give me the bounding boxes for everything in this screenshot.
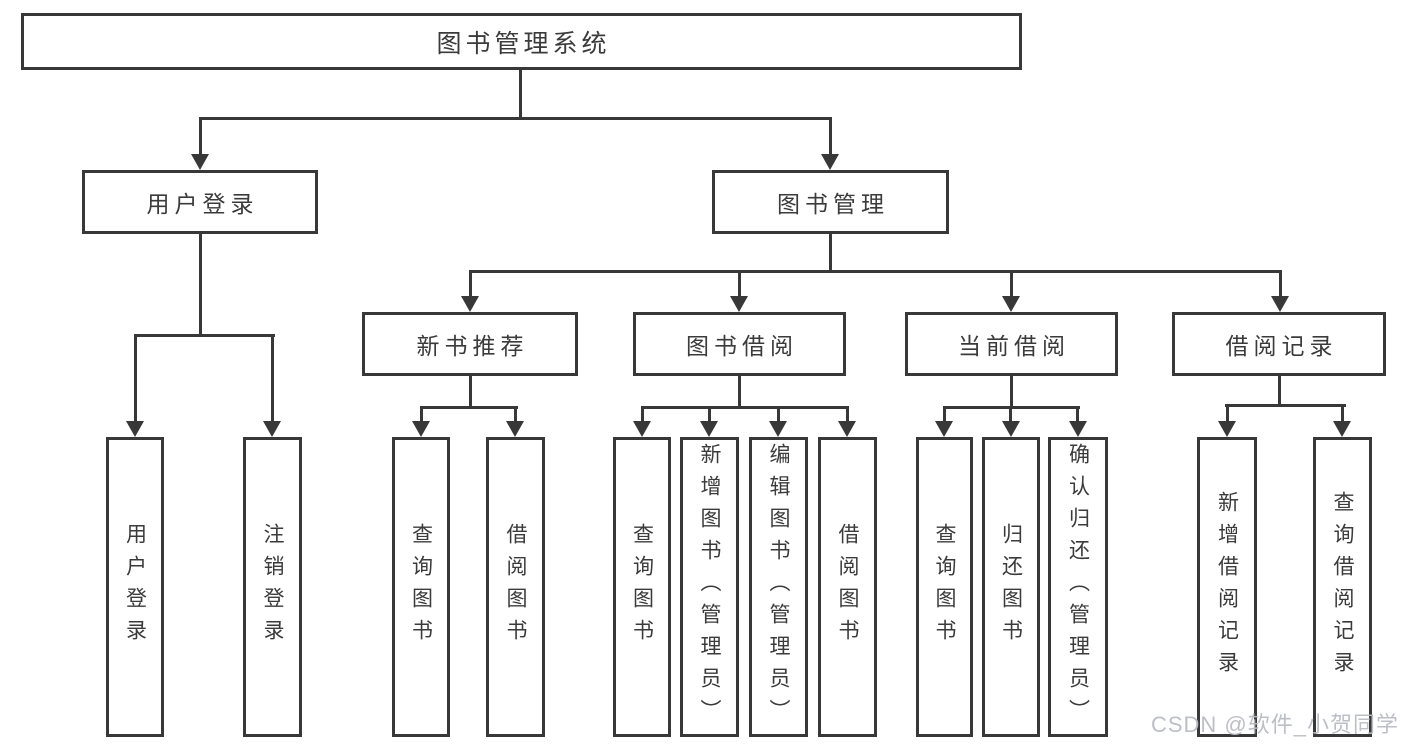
leaf-add-borrow-record: 新增借阅记录: [1197, 437, 1257, 737]
arrow-down-icon: [1002, 296, 1020, 312]
leaf-label: 编辑图书（管理员）: [767, 443, 790, 731]
node-label: 用户登录: [146, 191, 259, 217]
leaf-label: 借阅图书: [836, 523, 859, 651]
connector-line-horizontal: [641, 406, 849, 409]
arrow-down-icon: [700, 421, 718, 437]
node-label: 图书借阅: [686, 333, 798, 359]
arrow-down-icon: [935, 421, 953, 437]
connector-line-vertical: [738, 270, 741, 298]
leaf-query-books-1: 查询图书: [392, 437, 450, 737]
leaf-label: 新增借阅记录: [1215, 491, 1239, 683]
watermark: CSDN @软件_小贺同学: [1150, 712, 1399, 737]
node-book-borrowing: 图书借阅: [633, 312, 846, 376]
arrow-down-icon: [821, 154, 839, 170]
connector-line-vertical: [1226, 404, 1229, 423]
connector-line-vertical: [199, 233, 202, 337]
leaf-borrow-books-1: 借阅图书: [486, 437, 545, 737]
node-label: 当前借阅: [958, 333, 1070, 359]
node-current-borrowing: 当前借阅: [905, 312, 1118, 376]
node-label: 新书推荐: [416, 333, 529, 359]
connector-line-vertical: [469, 375, 472, 409]
connector-line-horizontal: [134, 334, 275, 337]
leaf-add-book-admin: 新增图书（管理员）: [680, 437, 739, 737]
connector-line-vertical: [1279, 270, 1282, 298]
leaf-confirm-return-admin: 确认归还（管理员）: [1048, 437, 1108, 737]
leaf-edit-book-admin: 编辑图书（管理员）: [749, 437, 808, 737]
connector-line-vertical: [1341, 404, 1344, 423]
node-user-login: 用户登录: [82, 170, 318, 234]
connector-line-vertical: [199, 117, 202, 156]
connector-line-horizontal: [469, 270, 1282, 273]
node-new-book-recommendation: 新书推荐: [362, 312, 578, 376]
arrow-down-icon: [461, 296, 479, 312]
arrow-down-icon: [126, 421, 144, 437]
leaf-label: 查询图书: [409, 523, 433, 651]
leaf-label: 注销登录: [261, 523, 284, 651]
leaf-label: 确认归还（管理员）: [1066, 443, 1090, 731]
connector-line-vertical: [829, 117, 832, 156]
leaf-return-books: 归还图书: [982, 437, 1040, 737]
connector-line-vertical: [271, 334, 274, 423]
connector-line-vertical: [641, 406, 644, 423]
leaf-logout-login: 注销登录: [243, 437, 302, 737]
arrow-down-icon: [838, 421, 856, 437]
leaf-label: 查询借阅记录: [1331, 491, 1354, 683]
connector-line-horizontal: [1225, 404, 1346, 407]
arrow-down-icon: [506, 421, 524, 437]
leaf-label: 归还图书: [999, 523, 1023, 651]
arrow-down-icon: [730, 296, 748, 312]
connector-line-vertical: [708, 406, 711, 423]
arrow-down-icon: [412, 421, 430, 437]
connector-line-vertical: [829, 233, 832, 273]
leaf-user-login: 用户登录: [106, 437, 164, 737]
connector-line-horizontal: [199, 117, 832, 120]
connector-line-vertical: [469, 270, 472, 298]
leaf-query-borrow-record: 查询借阅记录: [1313, 437, 1372, 737]
leaf-label: 新增图书（管理员）: [698, 443, 721, 731]
node-label: 图书管理: [777, 191, 889, 217]
connector-line-vertical: [1010, 375, 1013, 409]
connector-line-vertical: [738, 375, 741, 409]
leaf-label: 借阅图书: [504, 523, 527, 651]
arrow-down-icon: [633, 421, 651, 437]
leaf-label: 查询图书: [933, 523, 956, 651]
arrow-down-icon: [1218, 421, 1236, 437]
node-borrowing-records: 借阅记录: [1172, 312, 1386, 376]
arrow-down-icon: [1333, 421, 1351, 437]
arrow-down-icon: [1271, 296, 1289, 312]
node-book-management: 图书管理: [712, 170, 949, 234]
node-label: 借阅记录: [1225, 333, 1338, 359]
node-library-management-system: 图书管理系统: [21, 13, 1022, 70]
connector-line-vertical: [1010, 270, 1013, 298]
leaf-query-books-3: 查询图书: [916, 437, 973, 737]
connector-line-vertical: [514, 406, 517, 423]
node-label: 图书管理系统: [436, 29, 611, 58]
leaf-label: 查询图书: [630, 523, 654, 651]
arrow-down-icon: [263, 421, 281, 437]
arrow-down-icon: [1069, 421, 1087, 437]
connector-line-vertical: [777, 406, 780, 423]
connector-line-vertical: [1076, 406, 1079, 423]
arrow-down-icon: [1002, 421, 1020, 437]
connector-line-vertical: [134, 334, 137, 423]
leaf-borrow-books-2: 借阅图书: [818, 437, 877, 737]
connector-line-vertical: [519, 69, 522, 120]
leaf-query-books-2: 查询图书: [613, 437, 671, 737]
connector-line-vertical: [420, 406, 423, 423]
connector-line-vertical: [943, 406, 946, 423]
leaf-label: 用户登录: [123, 523, 147, 651]
connector-line-vertical: [1009, 406, 1012, 423]
arrow-down-icon: [191, 154, 209, 170]
arrow-down-icon: [769, 421, 787, 437]
connector-line-vertical: [846, 406, 849, 423]
connector-line-vertical: [1278, 375, 1281, 407]
